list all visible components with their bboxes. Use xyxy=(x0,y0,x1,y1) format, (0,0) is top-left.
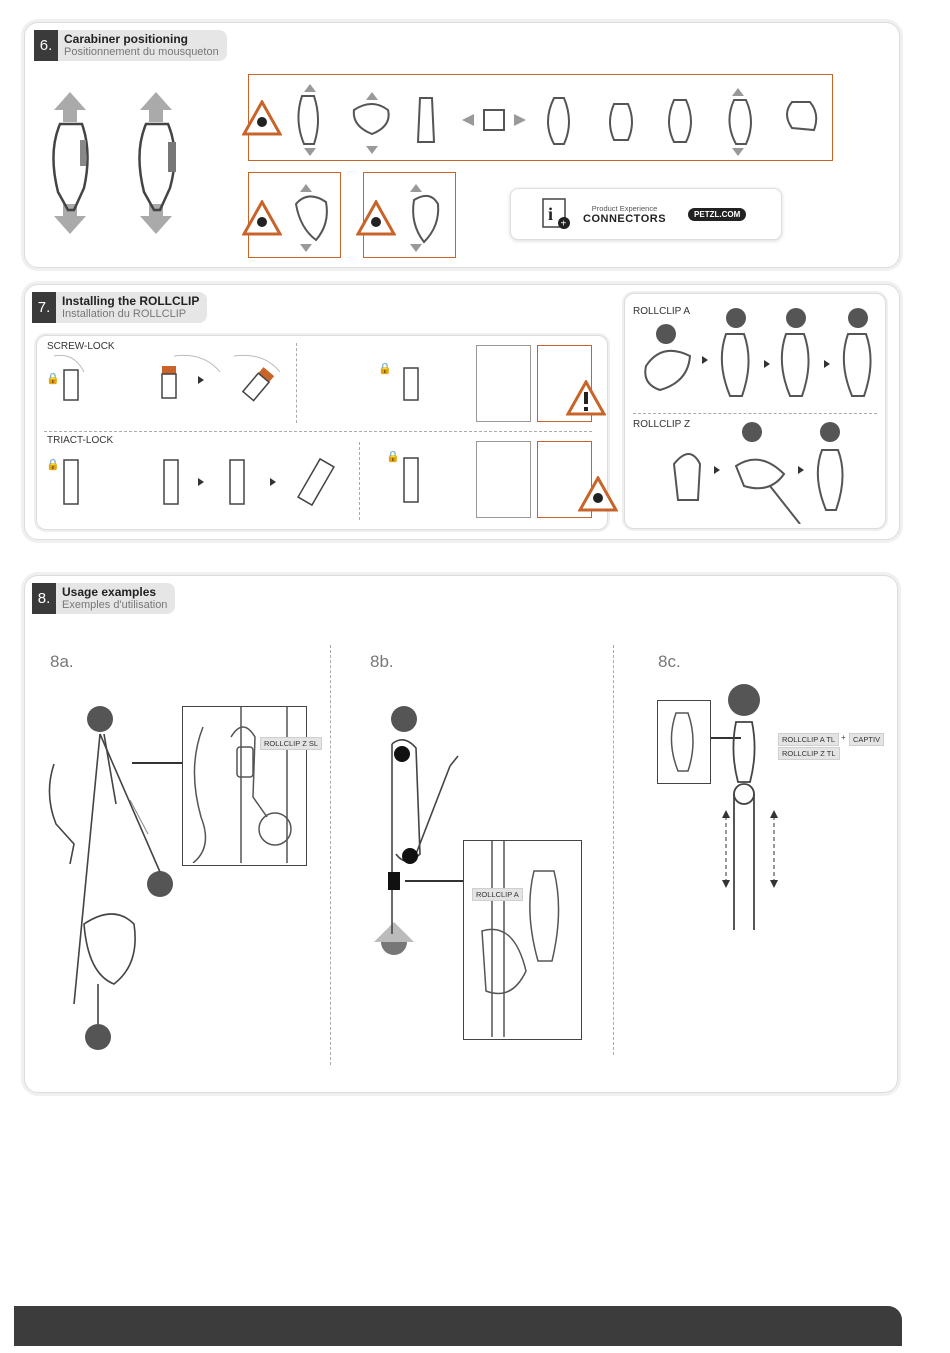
rollclip-a-tl-tag: ROLLCLIP A TL xyxy=(778,733,840,746)
svg-text:🔒: 🔒 xyxy=(46,372,60,385)
screw-lock-warning-box xyxy=(537,345,592,422)
carabiner-cross-loaded-1 xyxy=(294,184,328,252)
cross-loading-box-2 xyxy=(363,172,456,258)
triact-lock-steps: 🔒 xyxy=(46,457,335,507)
triact-lock-label: TRIACT-LOCK xyxy=(47,435,114,446)
usage-divider-2 xyxy=(613,645,614,1055)
rollclip-a-steps xyxy=(644,308,872,397)
usage-8c-detail-box xyxy=(657,700,711,784)
section-8-panel xyxy=(24,575,898,1093)
section-8-title: Usage examples xyxy=(62,585,157,599)
incorrect-loading-box xyxy=(248,74,833,161)
section-8-subtitle: Exemples d'utilisation xyxy=(62,599,168,611)
svg-text:+: + xyxy=(561,219,567,230)
svg-text:🔒: 🔒 xyxy=(46,458,60,471)
triact-lock-locked: 🔒 xyxy=(386,450,419,503)
usage-8b-detail-illustration xyxy=(481,841,560,1037)
section-6-subtitle: Positionnement du mousqueton xyxy=(64,46,219,58)
caution-warning-icon xyxy=(566,380,606,416)
section-7-header: 7. Installing the ROLLCLIP Installation … xyxy=(32,292,208,323)
carabiner-large-illustration-2 xyxy=(138,92,176,234)
rollclip-a-label: ROLLCLIP A xyxy=(633,306,691,317)
section-7-subtitle: Installation du ROLLCLIP xyxy=(62,308,187,320)
danger-warning-icon xyxy=(578,476,618,512)
usage-8a-detail-illustration xyxy=(192,707,292,863)
lock-types-panel xyxy=(36,335,608,530)
usage-label-8a: 8a. xyxy=(50,652,74,671)
captiv-tag: CAPTIV xyxy=(849,733,885,746)
usage-8a-detail-box xyxy=(182,706,307,866)
danger-warning-icon xyxy=(242,100,282,136)
usage-8a-callout-line xyxy=(132,762,182,764)
triact-lock-divider xyxy=(359,442,360,520)
svg-text:i: i xyxy=(548,204,553,224)
lock-types-divider xyxy=(44,431,592,432)
section-8-number: 8. xyxy=(32,583,56,614)
carabiner-misuse-row xyxy=(297,84,818,156)
screw-lock-label: SCREW-LOCK xyxy=(47,341,115,352)
section-8-header: 8. Usage examples Exemples d'utilisation xyxy=(32,583,176,614)
rollclip-divider xyxy=(633,413,877,414)
usage-label-8c: 8c. xyxy=(658,652,681,671)
rollclip-z-label: ROLLCLIP Z xyxy=(633,419,691,430)
rollclip-a-tag: ROLLCLIP A xyxy=(472,888,523,901)
section-6-title: Carabiner positioning xyxy=(64,32,189,46)
rollclip-z-tl-tag: ROLLCLIP Z TL xyxy=(778,747,840,760)
usage-label-8b: 8b. xyxy=(370,652,394,671)
product-experience-label: Product Experience xyxy=(591,203,658,213)
plus-sign: + xyxy=(841,733,846,742)
section-6-header: 6. Carabiner positioning Positionnement … xyxy=(34,30,227,61)
cross-loading-box-1 xyxy=(248,172,341,258)
footer-bar xyxy=(14,1306,902,1346)
svg-text:🔒: 🔒 xyxy=(386,450,400,463)
petzl-url-badge[interactable]: PETZL.COM xyxy=(688,207,747,221)
carabiner-large-illustration-1 xyxy=(52,92,89,234)
usage-8a-illustration xyxy=(48,706,173,1050)
screw-lock-steps: 🔒 xyxy=(46,354,281,402)
section-7-title: Installing the ROLLCLIP xyxy=(62,294,200,308)
usage-8c-detail-illustration xyxy=(670,712,694,772)
info-plus-icon: i + xyxy=(542,198,570,230)
usage-8b-illustration xyxy=(374,706,459,955)
screw-lock-correct-box xyxy=(476,345,531,422)
danger-warning-icon xyxy=(242,200,282,236)
screw-lock-locked: 🔒 xyxy=(378,362,419,401)
section-7-number: 7. xyxy=(32,292,56,323)
section-6-number: 6. xyxy=(34,30,58,61)
danger-warning-icon xyxy=(356,200,396,236)
product-experience-title: CONNECTORS xyxy=(583,212,667,225)
svg-text:🔒: 🔒 xyxy=(378,362,392,375)
usage-8c-illustration xyxy=(722,684,778,930)
usage-8c-callout-line xyxy=(711,737,741,739)
rollclip-z-steps xyxy=(672,422,844,524)
carabiner-cross-loaded-2 xyxy=(410,184,440,252)
usage-divider-1 xyxy=(330,645,331,1065)
triact-lock-warning-box xyxy=(537,441,592,518)
rollclip-z-sl-tag: ROLLCLIP Z SL xyxy=(260,737,323,750)
usage-8b-callout-line xyxy=(405,880,463,882)
screw-lock-divider xyxy=(296,343,297,423)
usage-8b-detail-box xyxy=(463,840,582,1040)
product-experience-card[interactable]: i + Product Experience CONNECTORS PETZL.… xyxy=(510,188,782,240)
triact-lock-correct-box xyxy=(476,441,531,518)
